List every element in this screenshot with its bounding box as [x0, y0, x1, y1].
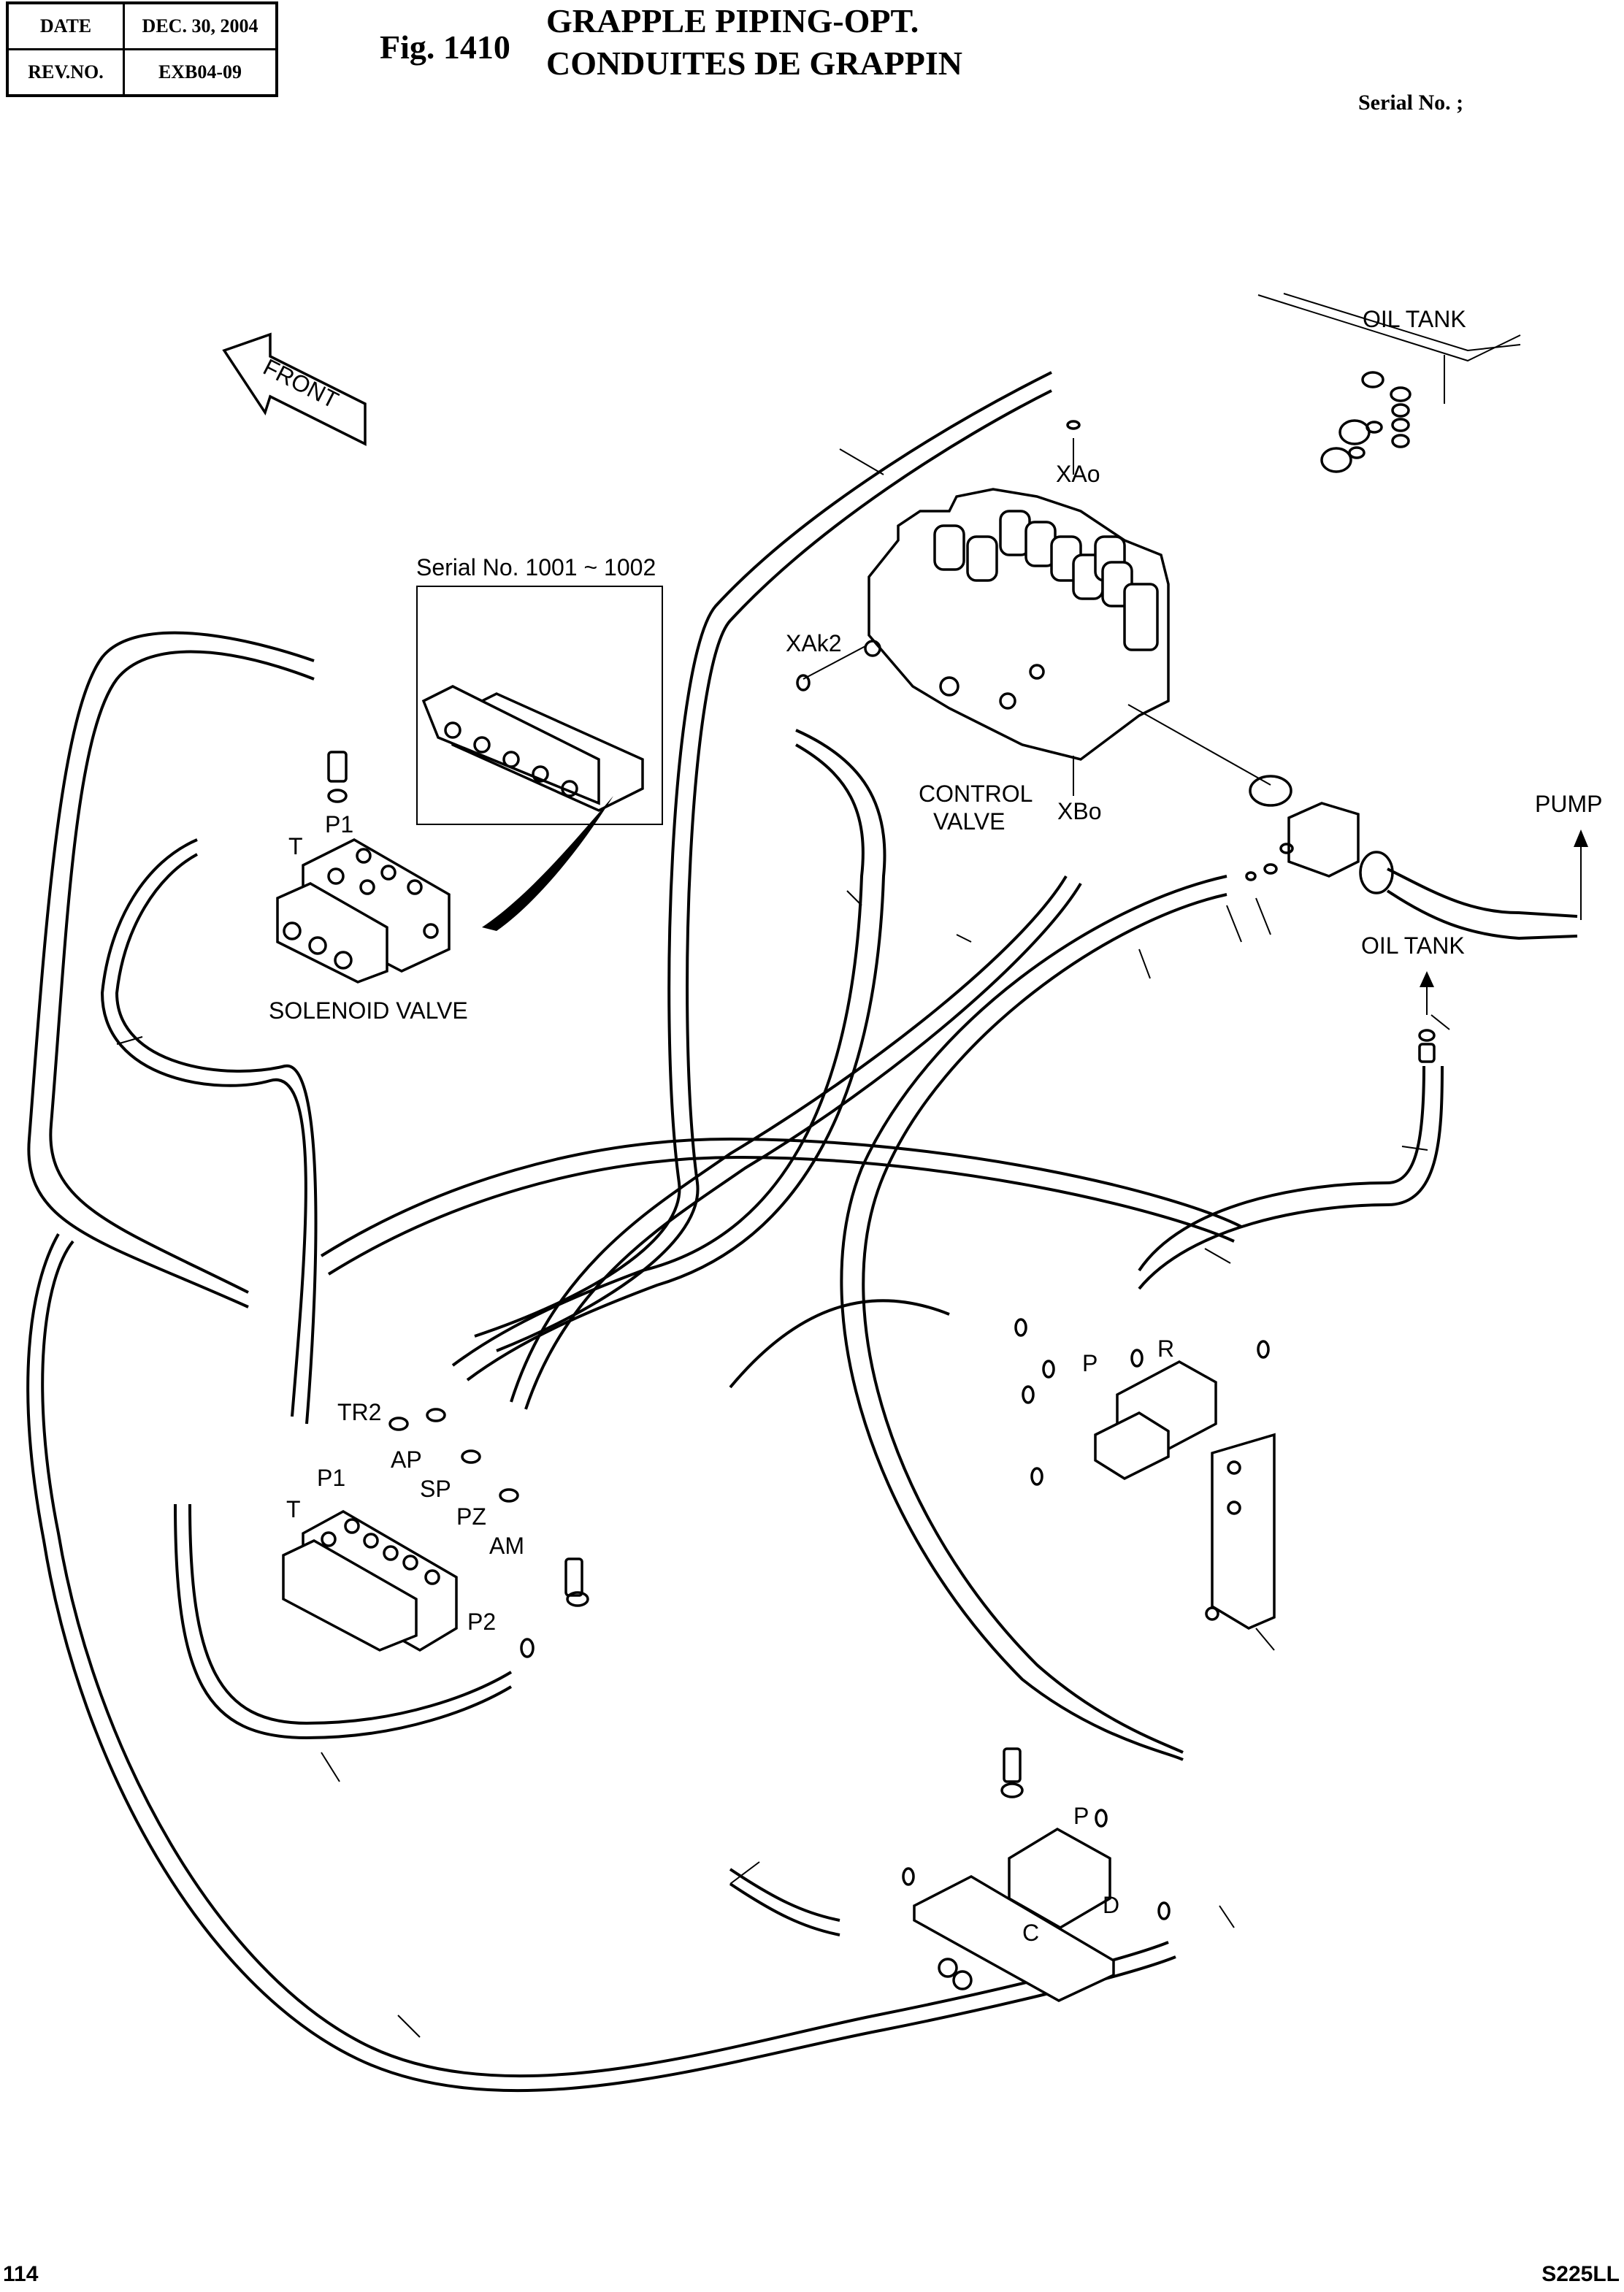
port-xbo-label: XBo — [1057, 798, 1101, 824]
page-number: 114 — [3, 2262, 39, 2286]
check-valve-c-label: C — [1022, 1920, 1039, 1946]
oil-tank-arrow-icon — [1420, 971, 1434, 987]
pump-arrow-icon — [1574, 829, 1588, 847]
manifold-am-label: AM — [489, 1533, 524, 1559]
lower-manifold: TR2 AP SP PZ AM P1 T P2 — [282, 1399, 589, 1658]
control-valve-label-line2: VALVE — [933, 808, 1005, 835]
model-number: S225LL — [1541, 2262, 1620, 2286]
inset-serial-label: Serial No. 1001 ~ 1002 — [416, 554, 656, 580]
oil-tank-top: OIL TANK — [1257, 293, 1521, 473]
revision-table: DATE DEC. 30, 2004 REV.NO. EXB04-09 — [6, 1, 278, 97]
hoses — [26, 371, 1444, 2093]
oil-tank-top-label: OIL TANK — [1363, 306, 1466, 332]
serial-number: Serial No. ; — [1358, 91, 1464, 115]
page-title-english: GRAPPLE PIPING-OPT. — [546, 2, 919, 39]
control-valve-label-line1: CONTROL — [919, 781, 1033, 807]
port-xak2-label: XAk2 — [786, 630, 841, 656]
leader-lines — [116, 448, 1450, 2038]
front-arrow-icon: FRONT — [222, 332, 367, 446]
oil-tank-return-label: OIL TANK — [1361, 932, 1465, 959]
pump-suction-block: PUMP OIL TANK — [1245, 775, 1602, 1063]
solenoid-valve-label: SOLENOID VALVE — [269, 997, 468, 1024]
check-valve-p-label: P — [1073, 1803, 1089, 1829]
manifold-p1-label: P1 — [317, 1465, 345, 1491]
relief-valve-p-label: P — [1082, 1350, 1098, 1376]
relief-valve-assembly: P R — [1014, 1318, 1276, 1630]
pump-label: PUMP — [1535, 791, 1602, 817]
control-valve: XAo XAk2 CONTROL VALVE XBo — [786, 420, 1271, 835]
check-valve-bracket: P C D — [902, 1747, 1171, 2002]
revision-value: EXB04-09 — [123, 48, 278, 97]
date-label: DATE — [6, 1, 125, 50]
manifold-ap-label: AP — [391, 1446, 422, 1473]
manifold-sp-label: SP — [420, 1476, 451, 1502]
port-xao-label: XAo — [1056, 461, 1100, 487]
check-valve-d-label: D — [1103, 1892, 1119, 1918]
inset-manifold-early-serial: Serial No. 1001 ~ 1002 — [416, 554, 663, 825]
manifold-tr2-label: TR2 — [337, 1399, 381, 1425]
manifold-pz-label: PZ — [456, 1503, 486, 1530]
solenoid-p1-label: P1 — [325, 811, 353, 838]
manifold-p2-label: P2 — [467, 1609, 496, 1635]
solenoid-t-label: T — [288, 833, 303, 859]
manifold-t-label: T — [286, 1496, 301, 1522]
revision-label: REV.NO. — [6, 48, 125, 97]
inset-pointer — [482, 796, 613, 931]
page-title-french: CONDUITES DE GRAPPIN — [546, 45, 962, 82]
figure-number: Fig. 1410 — [380, 28, 510, 66]
date-value: DEC. 30, 2004 — [123, 1, 278, 50]
solenoid-valve: P1 T SOLENOID VALVE — [269, 751, 468, 1024]
relief-valve-r-label: R — [1157, 1335, 1174, 1362]
